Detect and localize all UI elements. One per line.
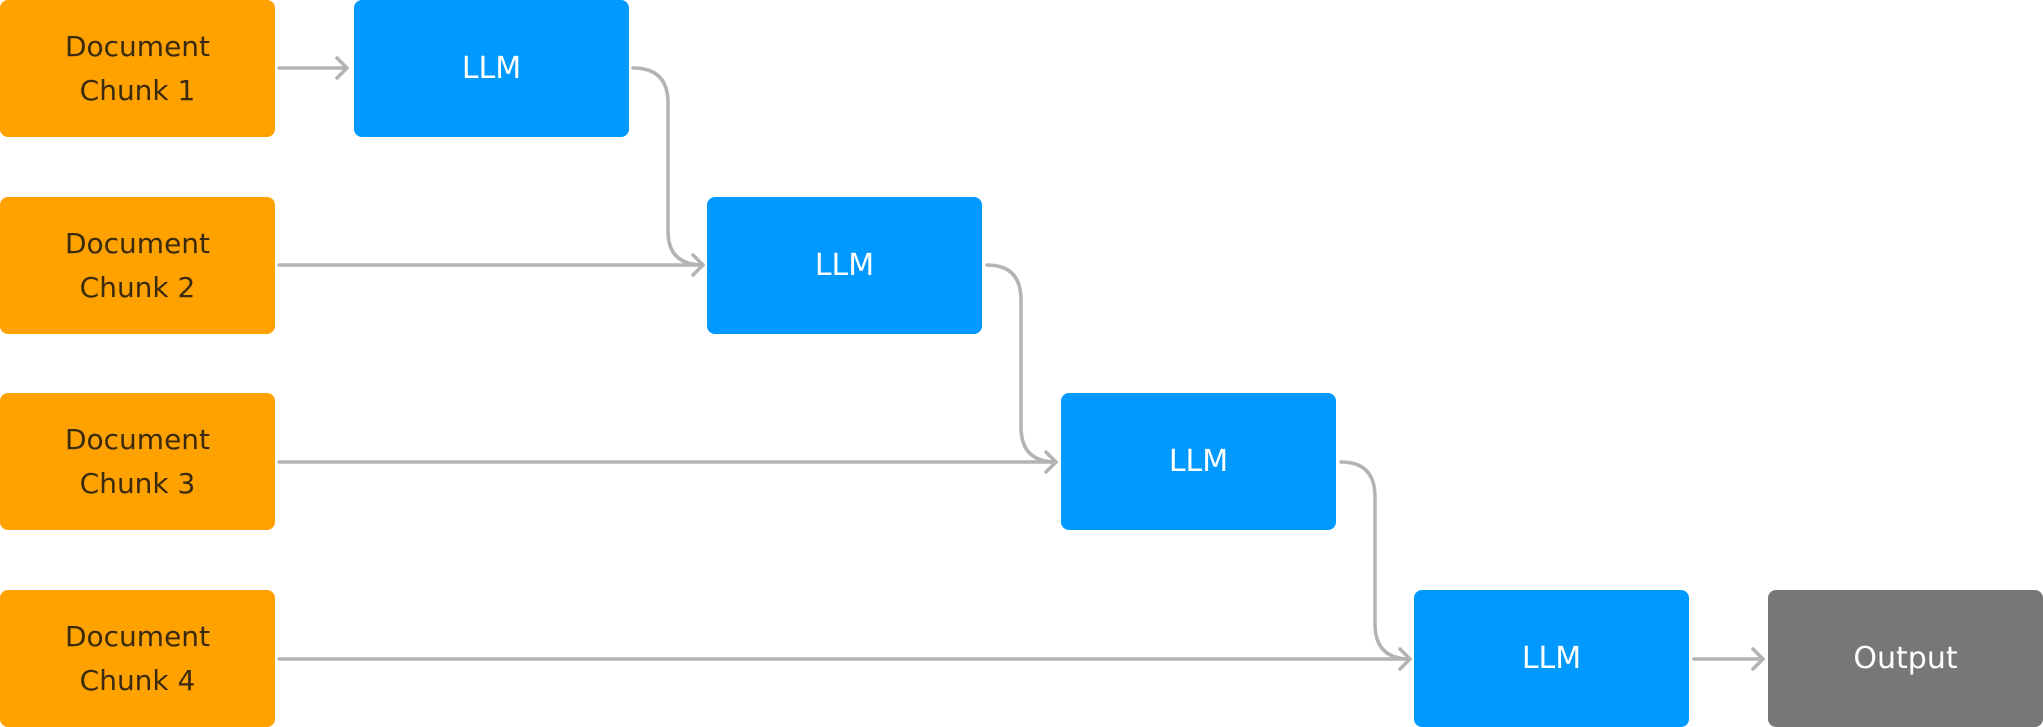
llm-node-2-label: LLM	[814, 248, 875, 283]
llm-node-1-label: LLM	[461, 51, 522, 86]
llm-node-1: LLM	[354, 0, 629, 137]
document-chunk-4: Document Chunk 4	[0, 590, 275, 727]
document-chunk-4-line2: Chunk 4	[79, 663, 196, 697]
arrow-llm4-to-output	[1692, 647, 1765, 671]
document-chunk-3-line1: Document	[64, 422, 211, 456]
llm-node-2: LLM	[707, 197, 982, 334]
document-chunk-3-line2: Chunk 3	[79, 466, 196, 500]
document-chunk-1: Document Chunk 1	[0, 0, 275, 137]
document-chunk-1-line1: Document	[64, 29, 211, 63]
llm-node-3-label: LLM	[1168, 444, 1229, 479]
arrow-llm3-to-llm4	[1339, 460, 1412, 671]
llm-node-4: LLM	[1414, 590, 1689, 727]
document-chunk-2-line1: Document	[64, 226, 211, 260]
arrow-llm1-to-llm2	[631, 66, 705, 277]
output-node: Output	[1768, 590, 2043, 727]
output-label: Output	[1853, 641, 1958, 676]
document-chunk-1-line2: Chunk 1	[79, 73, 196, 107]
llm-node-3: LLM	[1061, 393, 1336, 530]
llm-node-4-label: LLM	[1521, 641, 1582, 676]
arrow-doc1-to-llm1	[277, 56, 349, 80]
document-chunk-2-line2: Chunk 2	[79, 270, 196, 304]
document-chunk-3: Document Chunk 3	[0, 393, 275, 530]
document-chunk-2: Document Chunk 2	[0, 197, 275, 334]
document-chunk-4-line1: Document	[64, 619, 211, 653]
arrow-llm2-to-llm3	[985, 263, 1058, 474]
